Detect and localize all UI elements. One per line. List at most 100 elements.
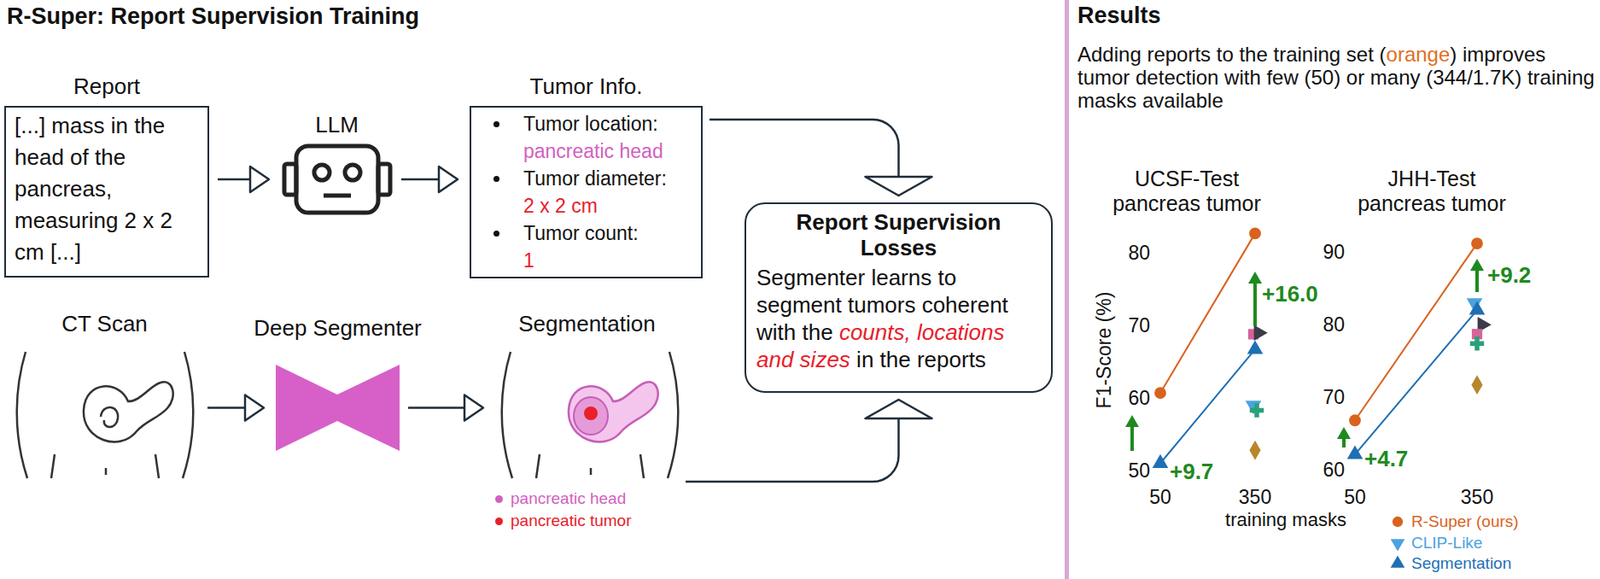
results-text: orange [1386, 42, 1451, 66]
legend-swatch [495, 495, 503, 503]
connector-line [401, 178, 439, 182]
robot-eye [344, 164, 361, 181]
chart-title: UCSF-Test pancreas tumor [1103, 166, 1271, 217]
hip-line [536, 454, 540, 479]
bullet-dot [493, 175, 500, 182]
gain-arrowhead [1125, 414, 1139, 427]
bullet-item: Tumor location: [479, 110, 695, 138]
gain-arrowhead [1337, 426, 1351, 439]
body-outline [667, 351, 678, 479]
gain-arrow [1130, 425, 1134, 451]
value-text: pancreatic head [479, 137, 695, 165]
series-line [1160, 233, 1256, 393]
body-text: in the reports [856, 346, 987, 373]
connector-line [709, 119, 900, 177]
gain-arrow [1475, 268, 1479, 292]
legend-item: pancreatic head [495, 489, 626, 509]
node-heading: Report [73, 73, 141, 100]
flow-arrow [217, 166, 269, 193]
axis-title: F1-Score (%) [1092, 291, 1116, 409]
legend-item: Segmentation [1411, 554, 1512, 573]
hip-line [155, 454, 159, 479]
marker [1249, 227, 1262, 240]
arrowhead [245, 395, 264, 421]
node-heading: Report Supervision Losses [756, 209, 1041, 261]
arrowhead [464, 395, 484, 421]
marker [1471, 374, 1483, 395]
navel-line [105, 467, 108, 475]
gain-annotation: +9.2 [1487, 262, 1531, 289]
legend-item: R-Super (ours) [1411, 512, 1519, 532]
body-text: Segmenter learns to segment tumors coher… [756, 263, 1041, 374]
connector-line [685, 418, 900, 482]
navel-line [589, 467, 593, 475]
chart-label: 90 [1322, 240, 1345, 263]
body-text: [...] mass in the head of the pancreas, … [14, 110, 201, 269]
node-heading: Deep Segmenter [253, 315, 422, 341]
hip-line [640, 454, 644, 479]
legend-item: CLIP-Like [1411, 533, 1483, 553]
marker [1247, 339, 1264, 354]
node-heading: Tumor Info. [530, 73, 643, 100]
legend-text: Segmentation [1411, 554, 1512, 573]
results-text: Adding reports to the training set ( [1077, 42, 1387, 66]
gain-annotation: Results [1077, 2, 1162, 30]
legend-text: pancreatic tumor [510, 511, 632, 531]
robot-eye [314, 164, 330, 181]
chart-label: training masks [1225, 508, 1347, 531]
bullet-item: Tumor count: [479, 219, 695, 247]
gain-annotation: +4.7 [1364, 446, 1408, 473]
bullet-item: Tumor diameter: [479, 164, 695, 193]
gain-arrowhead [1470, 258, 1484, 271]
legend-item: pancreatic tumor [495, 511, 632, 531]
pancreas-curl [100, 407, 118, 427]
arrowhead [865, 176, 933, 196]
marker [1390, 554, 1406, 567]
flow-arrow [685, 399, 933, 482]
ct-scan-figure: CT Scan [10, 351, 199, 480]
line-chart [1125, 227, 1268, 468]
bullet-text: Tumor location: [523, 112, 659, 135]
chart-label: 70 [1322, 385, 1345, 409]
gain-arrow [1253, 281, 1257, 327]
body-outline [182, 351, 193, 479]
chart-label: 60 [1127, 386, 1151, 409]
segmenter-figure: Deep Segmenter [275, 364, 400, 451]
chart-title: JHH-Test pancreas tumor [1348, 166, 1516, 217]
segmented-body [502, 351, 679, 479]
series-line [1160, 349, 1256, 463]
chart-label: 80 [1127, 241, 1151, 264]
chart-label: 50 [1127, 459, 1151, 482]
bullet-dot [493, 230, 500, 237]
ct-body [17, 351, 194, 479]
connector-line [217, 178, 251, 182]
marker [1471, 237, 1484, 250]
arrowhead [438, 166, 458, 193]
marker [1154, 386, 1167, 399]
marker [1470, 336, 1484, 351]
body-outline [502, 351, 513, 479]
report-box: Report[...] mass in the head of the panc… [4, 105, 210, 278]
chart-label: 350 [1238, 485, 1272, 509]
marker [1347, 444, 1364, 459]
pancreas-outline [83, 381, 174, 442]
marker [1152, 454, 1169, 468]
bullet-dot [493, 121, 500, 128]
results-text: Adding reports to the training set (oran… [1077, 42, 1595, 112]
node-heading: Segmentation [518, 310, 655, 337]
robot-ear [284, 163, 297, 195]
bullet-text: Tumor diameter: [523, 167, 667, 190]
gain-annotation: +9.7 [1169, 459, 1214, 485]
line-chart [1337, 237, 1492, 459]
robot-head [296, 145, 379, 213]
legend-text: pancreatic head [510, 489, 626, 509]
arrowhead [250, 166, 269, 193]
chart-label: 350 [1460, 485, 1494, 509]
chart-label: 60 [1322, 458, 1345, 481]
legend-swatch [495, 517, 503, 526]
marker [1390, 538, 1406, 551]
node-heading: LLM [315, 111, 359, 138]
arrowhead [865, 399, 933, 419]
legend-text: CLIP-Like [1411, 533, 1483, 553]
panel-divider [1064, 0, 1069, 579]
